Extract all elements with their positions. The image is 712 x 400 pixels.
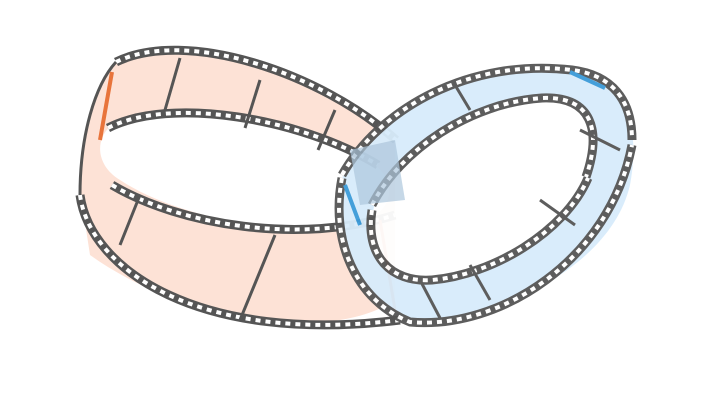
- right-film-ring: [334, 63, 637, 328]
- left-film-ring: [75, 45, 401, 330]
